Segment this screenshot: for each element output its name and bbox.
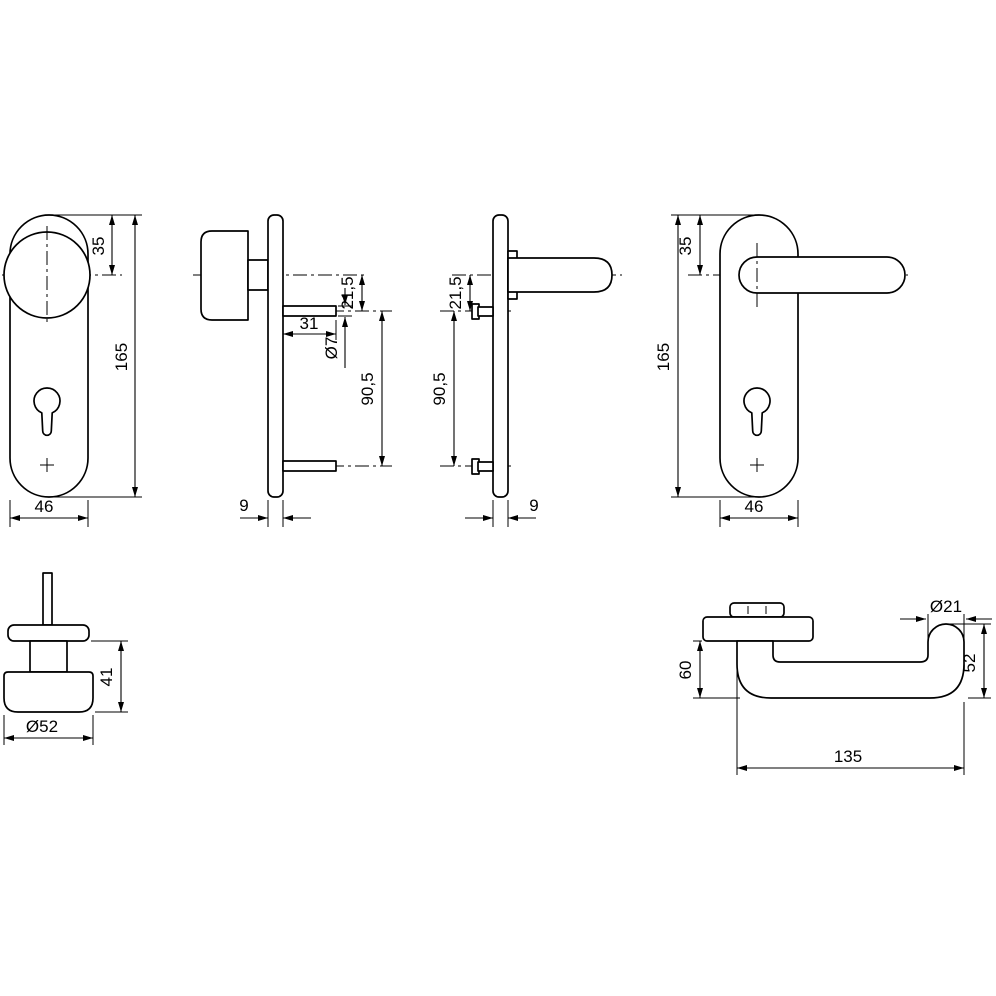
knob-grip-side — [200, 230, 249, 321]
view-lever-plate-front: 35 165 46 — [654, 214, 908, 527]
view-lever-profile: Ø21 60 52 135 — [676, 597, 992, 775]
bottom-screw-stub — [477, 461, 494, 472]
knob-grip — [3, 671, 94, 713]
dim-165-knob-front: 165 — [49, 215, 142, 498]
bottom-bolt — [282, 460, 337, 472]
dim-21-grip-diameter: Ø21 — [900, 597, 992, 638]
dim-90-5-knob-side: 90,5 — [358, 311, 385, 466]
dim-9-knob-side: 9 — [239, 496, 311, 527]
dim-46-knob-front: 46 — [9, 497, 89, 527]
dim-7-bolt-diameter: Ø7 — [322, 288, 352, 368]
dim-41-knob-height: 41 — [91, 640, 128, 713]
dim-label-d21: Ø21 — [930, 597, 962, 616]
screw-hole-cross — [40, 458, 54, 472]
dim-label-9: 9 — [239, 496, 248, 515]
dim-label-60: 60 — [676, 661, 695, 680]
view-knob-plate-side: 21,5 31 Ø7 90,5 9 — [193, 214, 392, 527]
dim-label-46: 46 — [745, 497, 764, 516]
backplate-side — [492, 214, 509, 498]
knob-flange — [7, 624, 90, 642]
dim-165-lever-front: 165 — [654, 215, 759, 498]
dim-label-d52: Ø52 — [26, 717, 58, 736]
dim-label-9: 9 — [529, 496, 538, 515]
dim-21-5-lever-side: 21,5 — [446, 275, 473, 311]
screw-hole-cross — [750, 458, 764, 472]
view-knob-plate-front: 35 165 46 — [2, 214, 142, 527]
dim-46-lever-front: 46 — [719, 497, 799, 527]
lever-grip-front — [738, 256, 906, 294]
euro-cylinder-cutout — [743, 387, 771, 437]
dim-label-d7: Ø7 — [322, 337, 341, 360]
backplate-side — [267, 214, 284, 498]
dim-label-135: 135 — [834, 747, 862, 766]
dim-label-35: 35 — [89, 237, 108, 256]
dim-label-165: 165 — [654, 343, 673, 371]
lever-grip-side — [507, 257, 613, 293]
dim-90-5-lever-side: 90,5 — [430, 311, 457, 466]
dim-label-46: 46 — [35, 497, 54, 516]
dim-label-35: 35 — [676, 237, 695, 256]
dim-135-length: 135 — [736, 668, 965, 775]
view-knob-profile: 41 Ø52 — [3, 572, 128, 745]
knob-neck-side — [247, 259, 269, 291]
dim-label-165: 165 — [112, 343, 131, 371]
dim-60-drop: 60 — [676, 640, 740, 699]
dim-label-90-5: 90,5 — [430, 372, 449, 405]
dim-label-21-5: 21,5 — [446, 276, 465, 309]
view-lever-plate-side: 21,5 90,5 9 — [430, 214, 622, 527]
dim-31-bolt-length: 31 — [282, 314, 337, 340]
dim-label-31: 31 — [300, 314, 319, 333]
euro-cylinder-cutout — [33, 387, 61, 437]
dim-label-52: 52 — [960, 654, 979, 673]
dim-label-90-5: 90,5 — [358, 372, 377, 405]
dim-label-21-5: 21,5 — [338, 276, 357, 309]
top-screw-stub — [477, 306, 494, 317]
knob-neck — [29, 640, 68, 673]
dim-52-end-height: 52 — [950, 623, 991, 699]
top-bolt — [282, 305, 337, 317]
dim-35-knob-front: 35 — [49, 214, 142, 275]
lever-handle-profile — [736, 623, 965, 699]
knob-spindle — [42, 572, 53, 626]
rose-cap-marks — [747, 606, 767, 614]
rose-disc — [702, 616, 814, 642]
dim-label-41: 41 — [97, 668, 116, 687]
dim-52-knob-diameter: Ø52 — [3, 715, 94, 745]
rose-cap — [729, 602, 785, 618]
dim-9-lever-side: 9 — [465, 496, 539, 527]
